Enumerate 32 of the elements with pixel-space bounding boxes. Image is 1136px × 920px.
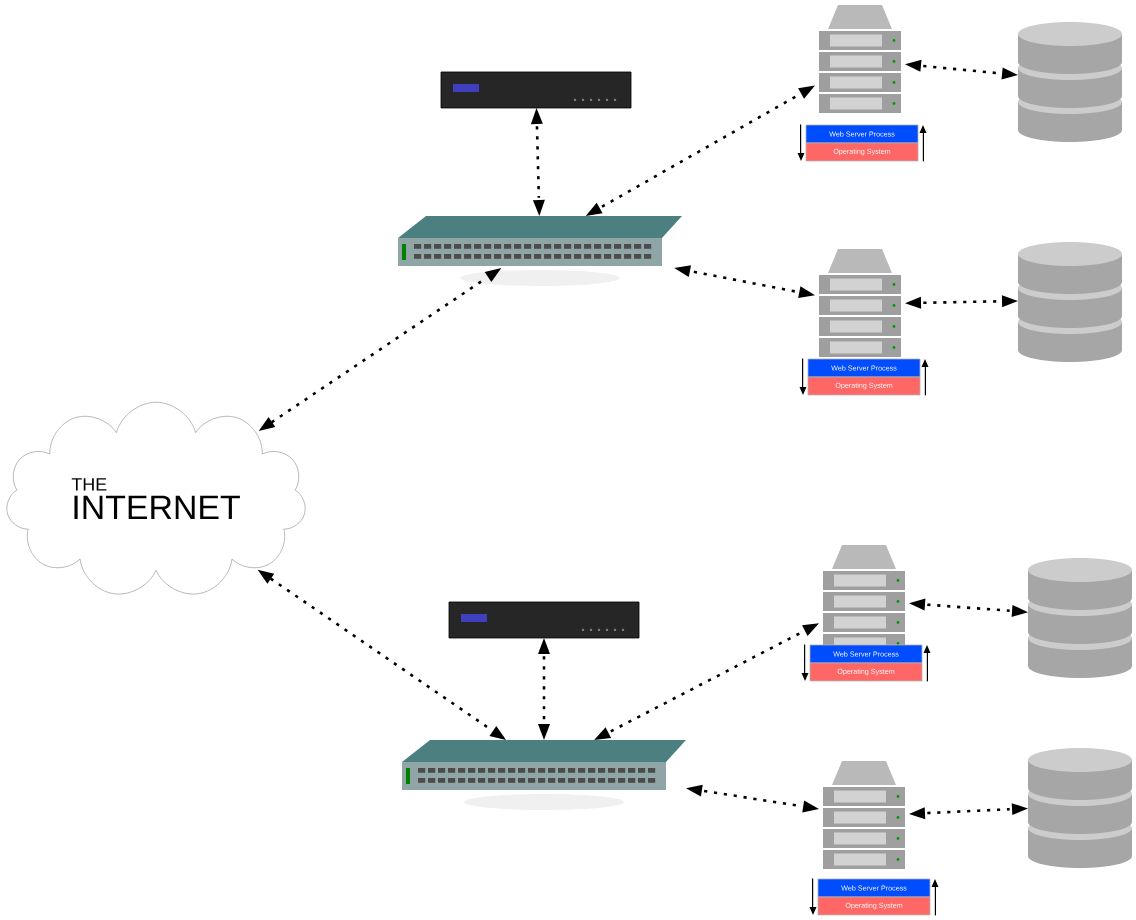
arrow: [921, 359, 929, 396]
arrow: [538, 638, 550, 740]
arrow: [530, 108, 545, 216]
arrow: [594, 623, 819, 740]
switch-drawing: [398, 216, 682, 286]
database-drawing: [1018, 242, 1122, 362]
server-drawing: [819, 5, 901, 113]
arrow: [799, 358, 807, 395]
server-drawing: [823, 761, 905, 869]
database-drawing: [1028, 748, 1132, 868]
arrow: [674, 265, 815, 299]
cloud: THE INTERNET: [6, 401, 306, 595]
server-drawing: [819, 249, 901, 357]
arrow: [919, 125, 927, 162]
arrow: [931, 879, 939, 916]
arrow: [905, 59, 1018, 80]
arrow: [905, 295, 1018, 309]
arrow: [585, 85, 815, 216]
appliance-drawing: [440, 71, 632, 109]
appliance-drawing: [448, 601, 640, 639]
switch-drawing: [402, 740, 686, 810]
arrow: [909, 598, 1028, 617]
database-drawing: [1028, 558, 1132, 678]
arrow: [257, 569, 507, 740]
arrow: [801, 644, 809, 681]
arrow: [258, 268, 502, 431]
arrow: [923, 645, 931, 682]
arrow: [809, 878, 817, 915]
arrow: [686, 784, 819, 813]
arrow: [797, 124, 805, 161]
database-drawing: [1018, 22, 1122, 142]
arrow: [909, 803, 1028, 820]
